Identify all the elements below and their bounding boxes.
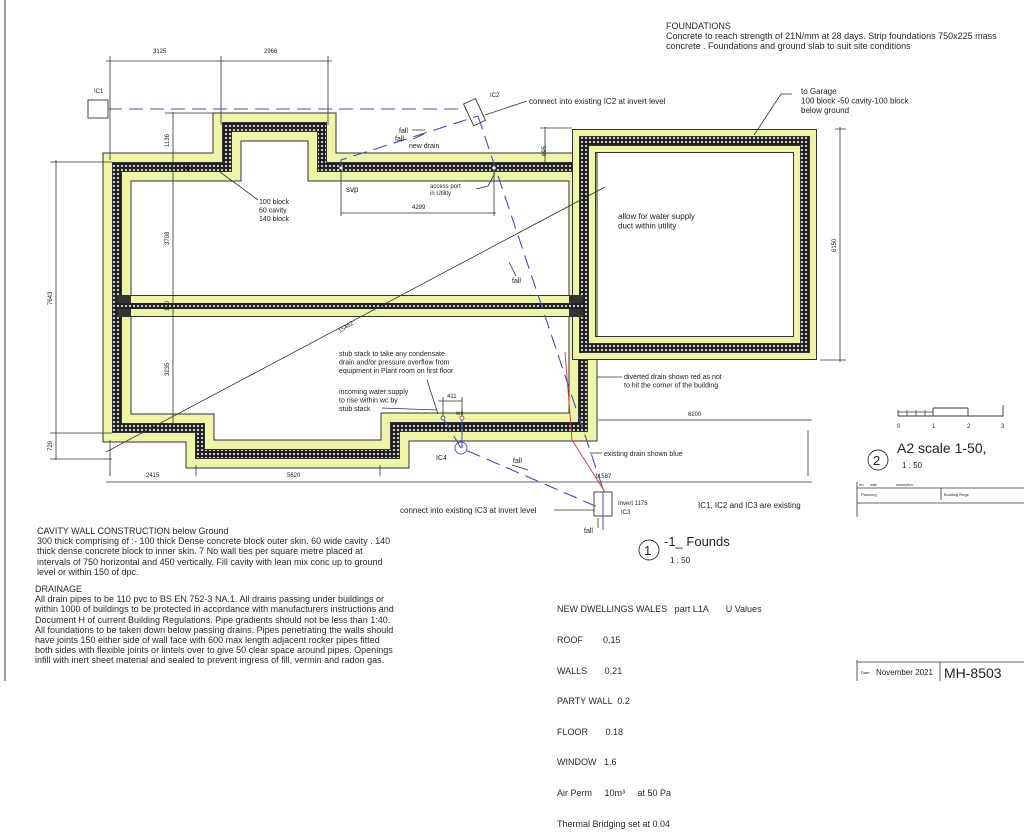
- view-title-2: 2 A2 scale 1-50, 1 : 50: [867, 440, 987, 471]
- ic4-circle: [454, 441, 468, 455]
- drainage-note: DRAINAGE All drain pipes to be 110 pvc t…: [35, 584, 394, 666]
- svg-text:-1_ Founds: -1_ Founds: [664, 534, 730, 549]
- svg-text:description: description: [896, 483, 913, 487]
- dim-6200: 6200: [688, 412, 702, 418]
- dim-6150: 6150: [832, 238, 838, 252]
- drainage-runs: [87, 97, 613, 530]
- svg-text:2: 2: [967, 424, 971, 430]
- dimension-lines: [50, 56, 846, 483]
- dim-3708: 3708: [165, 231, 171, 245]
- fall-label: fall: [584, 528, 593, 535]
- title-block-footer: Date November 2021 MH-8503: [856, 660, 1024, 681]
- wc-point: [459, 415, 465, 421]
- drawing-number: MH-8503: [944, 665, 1002, 681]
- svg-text:Date: Date: [861, 670, 870, 675]
- svg-text:date: date: [870, 483, 877, 487]
- svg-text:1 : 50: 1 : 50: [902, 461, 923, 470]
- connect-ic3-note: connect into existing IC3 at invert leve…: [400, 506, 537, 515]
- foundations-note: FOUNDATIONS Concrete to reach strength o…: [666, 21, 997, 52]
- svp-label: svp: [346, 185, 359, 194]
- foundation-plan-drawing: 3125 2966 7643 729 1136 300 3708 100 323…: [4, 0, 1024, 681]
- dim-100: 100: [165, 300, 171, 311]
- fall-label: fall: [399, 128, 408, 135]
- svg-text:2: 2: [873, 453, 880, 468]
- diverted-drain: [564, 351, 606, 493]
- building-walls: [102, 112, 817, 469]
- dim-5620: 5620: [287, 473, 301, 479]
- fall-label: fall: [513, 458, 522, 465]
- invert-label: Invert 1175: [618, 501, 648, 507]
- dim-4299: 4299: [412, 205, 426, 211]
- drain-ic4-ic3: [442, 417, 601, 509]
- dim-7643: 7643: [48, 291, 54, 305]
- ic2-box: [462, 97, 487, 127]
- dim-2415: 2415: [146, 473, 160, 479]
- connect-ic2-note: connect into existing IC2 at invert leve…: [529, 97, 666, 106]
- dim-11587: 11587: [595, 474, 612, 480]
- title-block-revisions: rev date description Planning Building R…: [856, 482, 1024, 517]
- access-port-point: [491, 165, 497, 171]
- scale-bar: 0 1 2 3: [897, 405, 1005, 430]
- svg-text:Building Regs: Building Regs: [944, 492, 969, 497]
- drawing-date: November 2021: [876, 668, 933, 677]
- ic1-label: IC1: [94, 89, 104, 95]
- leader-lines: [219, 93, 792, 528]
- svg-text:1: 1: [932, 424, 936, 430]
- dim-411: 411: [447, 394, 457, 400]
- svg-text:0: 0: [897, 424, 901, 430]
- dim-300: 300: [186, 161, 192, 172]
- svg-text:rev: rev: [859, 483, 864, 487]
- dim-1136: 1136: [165, 133, 171, 147]
- ic1-box: [87, 99, 109, 119]
- ic3-label: IC3: [621, 510, 631, 516]
- water-supply-point: [440, 415, 446, 421]
- dim-729: 729: [48, 440, 54, 451]
- ic4-label: IC4: [436, 455, 447, 462]
- view-title-1: 1 -1_ Founds 1 : 50: [638, 534, 730, 565]
- existing-drain: [477, 115, 606, 496]
- ic2-label: IC2: [490, 93, 500, 99]
- dim-695: 695: [542, 145, 548, 156]
- wc-label: wc: [455, 411, 463, 417]
- fall-label: fall: [512, 278, 521, 285]
- existing-drain-note: existing drain shown blue: [604, 451, 683, 458]
- svg-text:1 : 50: 1 : 50: [670, 556, 691, 565]
- dim-3235: 3235: [165, 362, 171, 376]
- new-drain-label: new drain: [409, 143, 439, 150]
- svg-text:3: 3: [1001, 424, 1005, 430]
- svg-text:1: 1: [644, 543, 651, 558]
- fall-label: fall: [395, 136, 404, 143]
- dim-2966: 2966: [264, 49, 278, 55]
- svp-point: [338, 165, 344, 171]
- svg-text:Planning: Planning: [861, 492, 877, 497]
- dim-3125: 3125: [153, 49, 167, 55]
- cavity-wall-note: CAVITY WALL CONSTRUCTION below Ground 30…: [37, 526, 391, 577]
- svg-text:A2 scale 1-50,: A2 scale 1-50,: [897, 440, 987, 456]
- u-values-note: NEW DWELLINGS WALES part L1A U Values RO…: [557, 604, 762, 829]
- drain-svp-ic2: [340, 115, 479, 168]
- dim-15462: 15462: [338, 320, 356, 334]
- existing-ics-note: IC1, IC2 and IC3 are existing: [698, 501, 801, 510]
